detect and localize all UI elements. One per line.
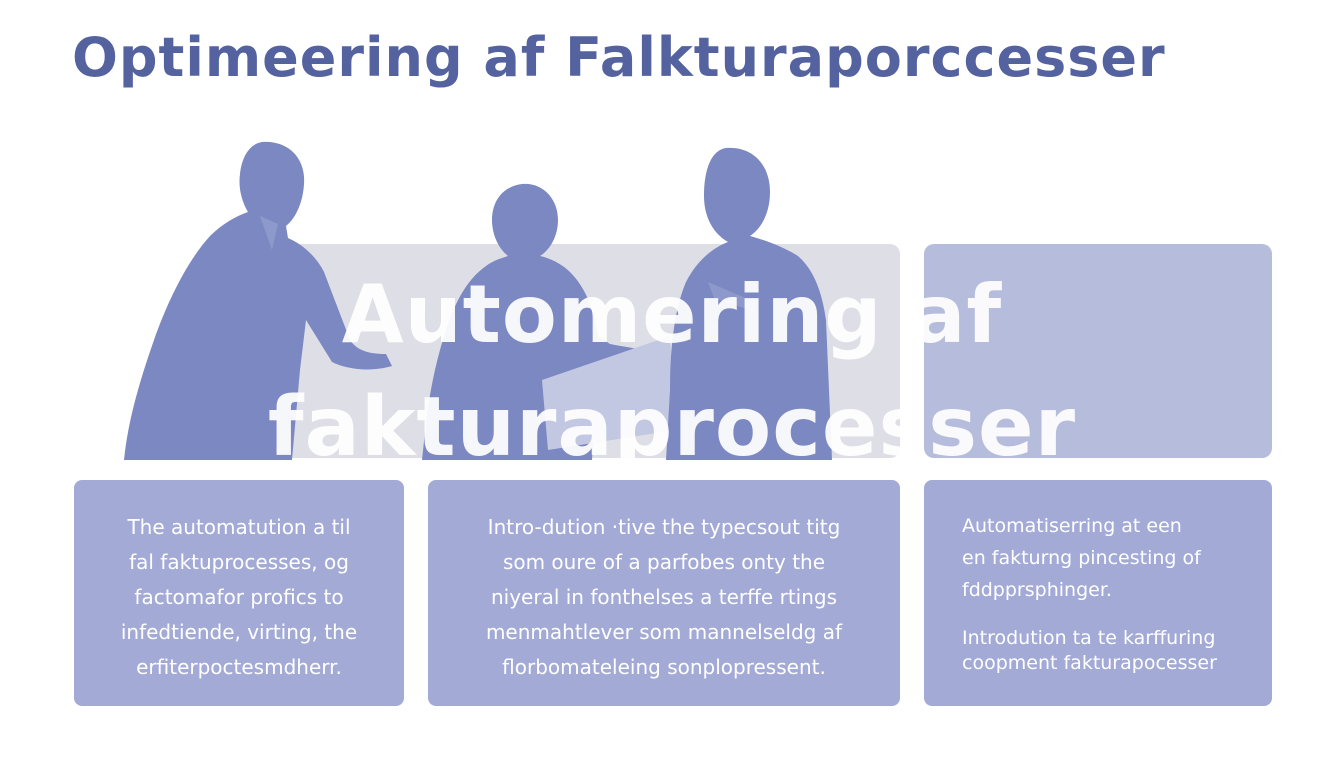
card-text-line: fddpprsphinger. bbox=[962, 579, 1112, 601]
page-title: Optimeering af Falkturaporccesser bbox=[72, 26, 1166, 89]
card-spacer bbox=[962, 606, 1248, 626]
hero-heading-line1: Automering af bbox=[341, 268, 1003, 361]
card-text-line: Introdution ta te karffuring bbox=[962, 627, 1216, 649]
info-card-2: Intro-dution ·tive the typecsout titg so… bbox=[428, 480, 900, 706]
card-text-line: florbomateleing sonplopressent. bbox=[502, 655, 826, 679]
info-cards: The automatution a til fal faktuprocesse… bbox=[74, 480, 1272, 706]
card-text-line: erfiterpoctesmdherr. bbox=[136, 655, 342, 679]
card-text-line: Automatiserring at een bbox=[962, 515, 1182, 537]
laptop-shape bbox=[542, 336, 676, 450]
backdrop-panel-blue bbox=[924, 244, 1272, 458]
card-text-line: menmahtlever som mannelseldg af bbox=[485, 620, 843, 644]
card-text-line: The automatution a til bbox=[127, 515, 351, 539]
card-text-line: factomafor profics to bbox=[134, 585, 344, 609]
info-card-1: The automatution a til fal faktuprocesse… bbox=[74, 480, 404, 706]
card-text-line: niyeral in fonthelses a terffe rtings bbox=[490, 585, 838, 609]
card-text-line: infedtiende, virting, the bbox=[120, 620, 358, 644]
card-text-line: som oure of a parfobes onty the bbox=[502, 550, 826, 574]
card-text-line: Intro-dution ·tive the typecsout titg bbox=[487, 515, 841, 539]
card-text-line: en fakturng pincesting of bbox=[962, 547, 1201, 569]
person-left-silhouette bbox=[124, 141, 392, 460]
hero-heading-line2: fakturaprocesser bbox=[267, 380, 1077, 475]
card-text-line: fal faktuprocesses, og bbox=[129, 550, 349, 574]
business-people-illustration bbox=[124, 141, 832, 460]
info-card-3: Automatiserring at een en fakturng pince… bbox=[924, 480, 1272, 706]
person-right-silhouette bbox=[666, 147, 832, 460]
person-middle-silhouette bbox=[422, 183, 666, 460]
card-text-line: coopment fakturapocesser bbox=[962, 652, 1217, 674]
